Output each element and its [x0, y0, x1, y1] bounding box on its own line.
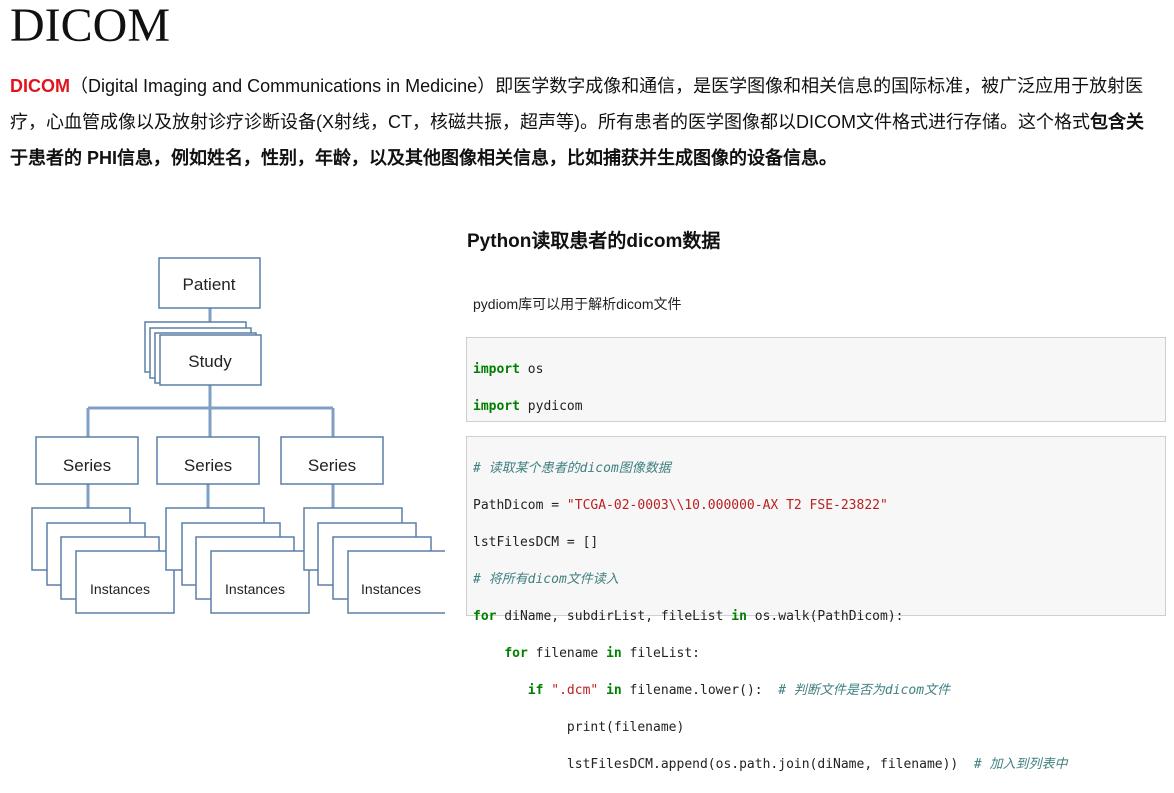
series-node-label-3: Series: [308, 456, 356, 475]
dicom-brand-text: DICOM: [10, 76, 70, 96]
instances-node-label-1: Instances: [90, 581, 150, 597]
code-line: import pydicom: [473, 398, 583, 414]
markdown-note: pydiom库可以用于解析dicom文件: [473, 296, 682, 312]
code-line: PathDicom = "TCGA-02-0003\\10.000000-AX …: [473, 497, 888, 513]
series-node-label-1: Series: [63, 456, 111, 475]
code-line: lstFilesDCM.append(os.path.join(diName, …: [473, 756, 1068, 772]
instances-node-label-3: Instances: [361, 581, 421, 597]
instances-node-label-2: Instances: [225, 581, 285, 597]
section-heading: Python读取患者的dicom数据: [467, 231, 721, 252]
code-cell-read-dicom[interactable]: # 读取某个患者的dicom图像数据 PathDicom = "TCGA-02-…: [466, 436, 1166, 772]
code-line: for diName, subdirList, fileList in os.w…: [473, 608, 904, 624]
code-line: import os: [473, 361, 544, 377]
intro-text: （Digital Imaging and Communications in M…: [10, 76, 1144, 132]
code-line: print(filename): [473, 719, 685, 735]
intro-bold-text: 包含关于患者的 PHI信息，例如姓名，性别，年龄，以及其他图像相关信息，比如捕获…: [10, 112, 1144, 168]
code-line: lstFilesDCM = []: [473, 534, 599, 550]
code-cell-imports[interactable]: import os import pydicom import numpy fr…: [466, 337, 1166, 488]
code-line: for filename in fileList:: [504, 645, 701, 661]
study-node-label: Study: [188, 352, 232, 371]
code-line: # 将所有dicom文件读入: [473, 571, 619, 587]
series-node-label-2: Series: [184, 456, 232, 475]
patient-node-label: Patient: [183, 275, 236, 294]
code-line: # 读取某个患者的dicom图像数据: [473, 460, 671, 476]
page-title: DICOM: [10, 0, 171, 52]
intro-paragraph: DICOM（Digital Imaging and Communications…: [10, 68, 1160, 176]
dicom-hierarchy-diagram: Patient Study Series Series Series Insta…: [31, 257, 445, 614]
code-line: if ".dcm" in filename.lower(): # 判断文件是否为…: [527, 682, 951, 698]
